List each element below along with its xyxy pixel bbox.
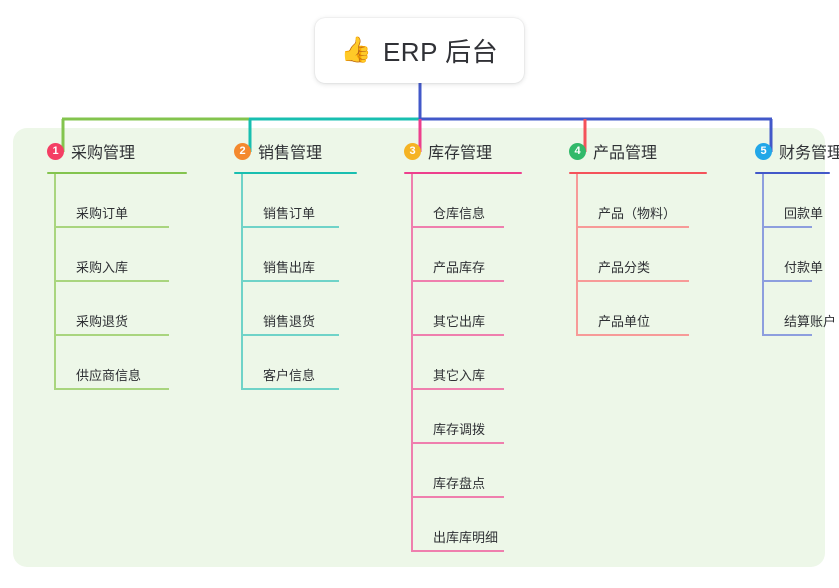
branch-item-label: 其它出库 — [433, 314, 486, 329]
branch-item-label: 库存盘点 — [433, 476, 486, 491]
thumbs-up-icon: 👍 — [340, 36, 372, 64]
branch-item-underline — [576, 280, 689, 282]
branch-spine — [411, 174, 413, 552]
branch-underline — [47, 171, 187, 174]
branch-spine — [241, 174, 243, 390]
branch-title: 采购管理 — [71, 145, 136, 162]
branch-item[interactable]: 仓库信息 — [411, 174, 504, 228]
branch-item-label: 采购订单 — [76, 206, 129, 221]
branch-title: 销售管理 — [258, 145, 323, 162]
branch-spine — [576, 174, 578, 336]
branch-item-underline — [241, 280, 339, 282]
branch-item[interactable]: 采购订单 — [54, 174, 169, 228]
branch-spine — [54, 174, 56, 390]
branch-item-underline — [54, 280, 169, 282]
branch-item-label: 采购入库 — [76, 260, 129, 275]
branch-item-underline — [241, 388, 339, 390]
branch-title: 库存管理 — [428, 145, 493, 162]
branch-column-4: 4 产品管理产品（物料） 产品分类产品单位 — [544, 128, 727, 336]
branch-item[interactable]: 销售退货 — [241, 282, 339, 336]
branch-column-3: 3 库存管理仓库信息产品库存其它出库其它入库库存调拨库存盘点出库库明细 — [379, 128, 542, 552]
branch-item-underline — [411, 388, 504, 390]
branch-item-underline — [241, 334, 339, 336]
branch-item[interactable]: 回款单 — [762, 174, 823, 228]
branch-item[interactable]: 采购入库 — [54, 228, 169, 282]
branch-item-label: 产品库存 — [433, 260, 486, 275]
branch-item-label: 产品单位 — [598, 314, 651, 329]
branch-item-label: 仓库信息 — [433, 206, 486, 221]
branch-item-underline — [576, 226, 689, 228]
branch-item-underline — [762, 280, 812, 282]
branch-item[interactable]: 其它出库 — [411, 282, 504, 336]
branch-item-label: 采购退货 — [76, 314, 129, 329]
branch-item-underline — [411, 280, 504, 282]
branch-header-1[interactable]: 1 采购管理 — [22, 128, 207, 174]
branch-item-label: 客户信息 — [263, 368, 316, 383]
branch-item-label: 其它入库 — [433, 368, 486, 383]
branch-item-label: 产品（物料） — [598, 206, 677, 221]
branch-item[interactable]: 产品单位 — [576, 282, 689, 336]
root-node-card[interactable]: 👍 ERP 后台 — [315, 18, 524, 83]
branch-header-4[interactable]: 4 产品管理 — [544, 128, 727, 174]
branch-item[interactable]: 库存调拨 — [411, 390, 504, 444]
branch-item-label: 库存调拨 — [433, 422, 486, 437]
connector-lines — [61, 83, 773, 152]
branch-item[interactable]: 产品（物料） — [576, 174, 689, 228]
branch-number-badge: 2 — [234, 142, 251, 160]
branch-item-label: 产品分类 — [598, 260, 651, 275]
diagram-panel — [13, 128, 825, 567]
branch-item-underline — [411, 550, 504, 552]
branch-item-underline — [241, 226, 339, 228]
branch-item[interactable]: 产品分类 — [576, 228, 689, 282]
branch-spine — [762, 174, 764, 336]
branch-underline — [569, 171, 707, 174]
branch-item-underline — [54, 226, 169, 228]
branch-item-label: 销售退货 — [263, 314, 316, 329]
branch-title: 产品管理 — [593, 145, 658, 162]
branch-item[interactable]: 结算账户 — [762, 282, 836, 336]
branch-item-label: 回款单 — [784, 206, 824, 221]
branch-item[interactable]: 出库库明细 — [411, 498, 504, 552]
branch-item[interactable]: 产品库存 — [411, 228, 504, 282]
branch-item-underline — [762, 334, 812, 336]
branch-column-2: 2 销售管理销售订单销售出库销售退货客户信息 — [209, 128, 377, 390]
branch-item-label: 销售订单 — [263, 206, 316, 221]
branch-item[interactable]: 其它入库 — [411, 336, 504, 390]
branch-header-3[interactable]: 3 库存管理 — [379, 128, 542, 174]
branch-underline — [234, 171, 357, 174]
branch-item-underline — [411, 226, 504, 228]
branch-header-2[interactable]: 2 销售管理 — [209, 128, 377, 174]
branch-underline — [755, 171, 830, 174]
branch-item-underline — [411, 334, 504, 336]
branch-columns: 1 采购管理采购订单采购入库采购退货供应商信息 2 销售管理销售订单销售出库销售退货客… — [13, 128, 839, 567]
branch-item-label: 付款单 — [784, 260, 824, 275]
root-node-title: ERP 后台 — [382, 37, 499, 67]
branch-header-5[interactable]: 5 财务管理 — [730, 128, 839, 174]
branch-item-underline — [576, 334, 689, 336]
branch-item[interactable]: 库存盘点 — [411, 444, 504, 498]
branch-column-1: 1 采购管理采购订单采购入库采购退货供应商信息 — [22, 128, 207, 390]
branch-item[interactable]: 销售出库 — [241, 228, 339, 282]
branch-item[interactable]: 采购退货 — [54, 282, 169, 336]
branch-column-5: 5 财务管理回款单付款单结算账户 — [730, 128, 839, 336]
branch-item[interactable]: 客户信息 — [241, 336, 339, 390]
branch-item-label: 结算账户 — [784, 314, 837, 329]
branch-item-underline — [411, 442, 504, 444]
branch-item-label: 出库库明细 — [433, 530, 499, 545]
branch-item-underline — [762, 226, 812, 228]
branch-item-underline — [54, 334, 169, 336]
branch-number-badge: 4 — [569, 142, 586, 160]
branch-number-badge: 1 — [47, 142, 64, 160]
branch-number-badge: 5 — [755, 142, 772, 160]
branch-item-underline — [411, 496, 504, 498]
branch-item-label: 供应商信息 — [76, 368, 142, 383]
branch-item-label: 销售出库 — [263, 260, 316, 275]
branch-title: 财务管理 — [779, 145, 839, 162]
branch-number-badge: 3 — [404, 142, 421, 160]
branch-item[interactable]: 销售订单 — [241, 174, 339, 228]
branch-item[interactable]: 供应商信息 — [54, 336, 169, 390]
branch-underline — [404, 171, 522, 174]
branch-item-underline — [54, 388, 169, 390]
branch-item[interactable]: 付款单 — [762, 228, 823, 282]
